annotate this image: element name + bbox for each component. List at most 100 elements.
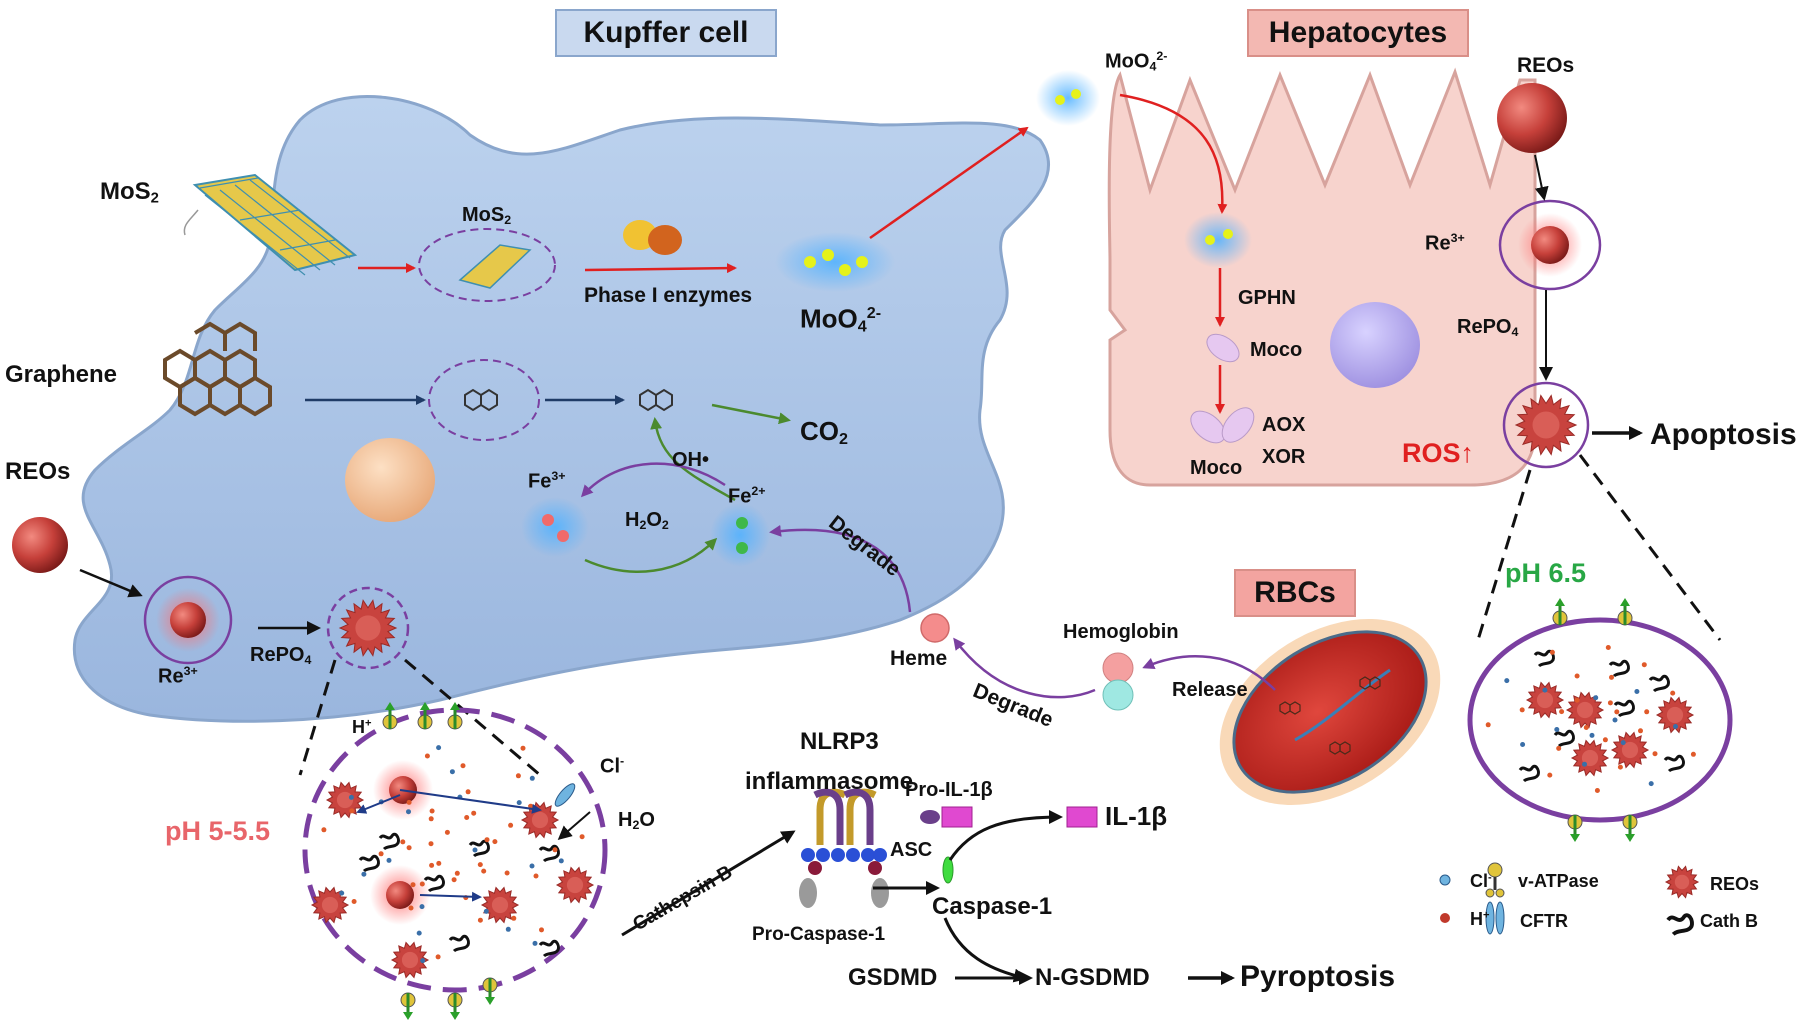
label-moo4-kupffer: MoO42- xyxy=(800,303,882,336)
hepatocytes-banner: Hepatocytes xyxy=(1268,16,1448,49)
mos2-vesicle xyxy=(418,228,556,302)
label-oh-radical: OH• xyxy=(672,449,710,471)
fe3-particles xyxy=(521,497,589,557)
rbc-graphene-icons xyxy=(1279,676,1381,755)
arrow-phase1 xyxy=(584,263,737,274)
label-nlrp3: NLRP3 xyxy=(800,728,879,755)
rbc-strand xyxy=(1294,668,1391,742)
legend-cathb-icon xyxy=(1666,913,1694,936)
hepatocyte-body xyxy=(1107,67,1537,487)
lysosome-right xyxy=(1467,617,1733,823)
label-apoptosis: Apoptosis xyxy=(1650,418,1797,451)
label-mos2: MoS2 xyxy=(100,178,159,207)
arrow-caspase-to-il xyxy=(948,810,1063,861)
moo4-particles-kupffer xyxy=(775,232,895,292)
heme-icon xyxy=(920,613,950,643)
hemoglobin-icon-top xyxy=(1102,652,1134,684)
label-release: Release xyxy=(1172,679,1248,701)
arrow-moo4-to-hepatocyte xyxy=(1119,93,1228,214)
rbcs-banner-box xyxy=(1234,569,1356,617)
label-repo4-kupffer: RePO4 xyxy=(250,644,312,668)
label-aox: AOX xyxy=(1262,414,1306,436)
label-pro-il-1b: Pro-IL-1β xyxy=(905,779,993,801)
label-h-plus: H+ xyxy=(352,717,372,737)
label-gphn: GPHN xyxy=(1238,287,1296,309)
label-moo4-hepatocyte: MoO42- xyxy=(1105,49,1168,74)
label-fe2: Fe2+ xyxy=(728,484,766,508)
label-ph-right: pH 6.5 xyxy=(1505,558,1587,588)
label-repo4-hepatocyte: RePO4 xyxy=(1457,316,1519,340)
hepatocytes-banner-box xyxy=(1247,9,1469,57)
mos2-vesicle-lattice-icon xyxy=(458,244,532,289)
label-mos2-inner: MoS2 xyxy=(462,204,512,228)
re3-sphere-hepatocyte xyxy=(1531,226,1569,264)
label-reos-hepatocyte: REOs xyxy=(1517,54,1575,77)
label-il-1b: IL-1β xyxy=(1105,801,1168,831)
pro-il-1b-icon xyxy=(920,806,973,828)
label-re3-hepatocyte: Re3+ xyxy=(1425,231,1465,255)
legend-vatpase-icon xyxy=(1485,862,1505,898)
mos2-lattice-icon xyxy=(183,173,358,276)
legend-h-label: H+ xyxy=(1470,909,1490,929)
arrow-reos-to-re3 xyxy=(1534,154,1549,201)
label-hemoglobin: Hemoglobin xyxy=(1063,621,1179,643)
label-xor: XOR xyxy=(1262,446,1306,468)
label-h2o: H2O xyxy=(618,809,655,833)
label-gsdmd: GSDMD xyxy=(848,964,938,991)
moco-shape-2b xyxy=(1221,407,1255,443)
label-n-gsdmd: N-GSDMD xyxy=(1035,964,1150,991)
kupffer-banner-box xyxy=(555,9,777,57)
legend-cftr-label: CFTR xyxy=(1520,911,1568,931)
arrow-to-co2 xyxy=(711,403,791,425)
hepatocyte-nucleus xyxy=(1330,302,1420,388)
moco-shape-1 xyxy=(1206,333,1240,363)
re3-sphere-kupffer xyxy=(170,602,206,638)
label-graphene: Graphene xyxy=(5,361,118,388)
fe2-particles xyxy=(710,503,770,567)
il-1b-icon xyxy=(1066,806,1098,828)
label-h2o2: H2O2 xyxy=(625,509,669,533)
legend-cathb-label: Cath B xyxy=(1700,911,1758,931)
label-moco-2: Moco xyxy=(1190,457,1243,479)
label-inflammasome: inflammasome xyxy=(745,768,914,795)
zoom-line-right-2 xyxy=(1578,454,1722,641)
label-phase1-enzymes: Phase I enzymes xyxy=(584,284,753,307)
repo4-spiky-particle-kupffer xyxy=(338,599,398,657)
label-ros: ROS↑ xyxy=(1402,438,1475,468)
label-pyroptosis: Pyroptosis xyxy=(1240,960,1396,993)
graphene-free-icon xyxy=(639,388,673,412)
label-asc: ASC xyxy=(890,839,933,861)
lysosome-right-contents xyxy=(1485,598,1696,842)
label-ph-left: pH 5-5.5 xyxy=(165,816,271,846)
arrow-heme-degrade xyxy=(769,524,912,613)
zoom-line-right-1 xyxy=(1476,469,1532,641)
moco-shape-2a xyxy=(1190,410,1226,444)
arrow-hemoglobin-degrade xyxy=(953,637,1096,699)
arrow-moo4-out xyxy=(869,126,1029,240)
legend-reos-icon xyxy=(1664,865,1700,899)
arrow-reos-in xyxy=(79,568,143,598)
caspase-1-icon xyxy=(942,856,954,884)
legend-h-icon xyxy=(1440,913,1450,923)
legend-cl-icon xyxy=(1439,874,1451,886)
arrow-fe2-to-fe3 xyxy=(580,462,726,498)
label-fe3: Fe3+ xyxy=(528,469,566,493)
lysosome-left-contents xyxy=(310,702,595,1020)
label-reos-left: REOs xyxy=(5,458,71,485)
re3-vesicle-kupffer xyxy=(143,575,233,665)
label-co2: CO2 xyxy=(800,416,848,449)
arrow-cathepsin-b xyxy=(621,830,796,937)
legend-cl-label: Cl- xyxy=(1470,871,1492,891)
kupffer-nucleus xyxy=(345,438,435,522)
repo4-vesicle-kupffer xyxy=(326,586,410,670)
label-cl-minus: Cl- xyxy=(600,754,625,778)
legend-reos-label: REOs xyxy=(1710,874,1760,894)
moo4-particles-hepatocyte xyxy=(1184,212,1252,268)
arrow-release xyxy=(1142,654,1276,691)
nlrp3-inflammasome-icon xyxy=(799,788,889,908)
repo4-spiky-particle-hepatocyte xyxy=(1514,394,1578,456)
label-re3-kupffer: Re3+ xyxy=(158,664,198,688)
graphene-lattice-icon xyxy=(163,321,272,417)
lysosome-left xyxy=(302,707,608,993)
